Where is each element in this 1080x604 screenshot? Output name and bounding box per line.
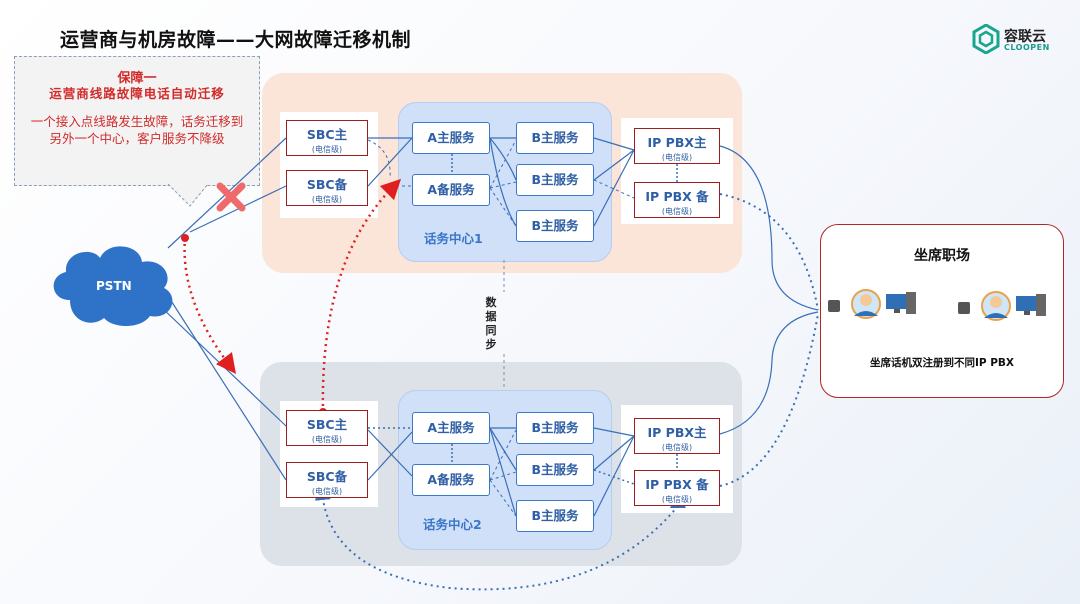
pstn-sbc2-main-link — [159, 305, 287, 427]
ip-pbx-backup-node-1: IP PBX 备 (电信级) — [634, 182, 720, 218]
callout-body: 一个接入点线路发生故障，话务迁移到另外一个中心，客户服务不降级 — [30, 114, 244, 146]
pstn-sbc1-backup-link — [189, 185, 287, 233]
pbx-main-label: IP PBX主 — [647, 135, 707, 150]
a-main-service-1: A主服务 — [412, 122, 490, 154]
ip-pbx-main-node-2: IP PBX主 (电信级) — [634, 418, 720, 454]
a-main-service-2: A主服务 — [412, 412, 490, 444]
pstn-sbc2-backup-link — [167, 295, 287, 481]
callout-subheading: 运营商线路故障电话自动迁移 — [49, 86, 225, 101]
carrier-grade-label: (电信级) — [661, 153, 693, 162]
ip-pbx-backup-node-2: IP PBX 备 (电信级) — [634, 470, 720, 506]
agent-workplace-caption: 坐席话机双注册到不同IP PBX — [869, 357, 1015, 369]
pstn-label: PSTN — [96, 279, 132, 293]
a-backup-service-2: A备服务 — [412, 464, 490, 496]
logo-name-cn: 容联云 — [1004, 29, 1046, 45]
carrier-grade-label: (电信级) — [661, 207, 693, 216]
agent-2-icon — [958, 291, 1046, 321]
pbx-backup-label: IP PBX 备 — [645, 189, 709, 204]
carrier-grade-label: (电信级) — [661, 495, 693, 504]
carrier-grade-label: (电信级) — [311, 195, 343, 204]
page-title: 运营商与机房故障——大网故障迁移机制 — [60, 29, 412, 51]
carrier-grade-label: (电信级) — [311, 487, 343, 496]
sbc-backup-node-1: SBC备 (电信级) — [286, 170, 368, 206]
b-main-service-2c: B主服务 — [516, 500, 594, 532]
guarantee-callout: 保障一 运营商线路故障电话自动迁移 一个接入点线路发生故障，话务迁移到另外一个中… — [14, 56, 260, 186]
sbc-backup-node-2: SBC备 (电信级) — [286, 462, 368, 498]
callout-heading: 保障一 — [117, 71, 157, 86]
carrier-grade-label: (电信级) — [311, 435, 343, 444]
sbc-main-label: SBC主 — [306, 127, 348, 142]
sbc-main-node-2: SBC主 (电信级) — [286, 410, 368, 446]
data-sync-label: 数据同步 — [485, 296, 497, 351]
agent-workplace-title: 坐席职场 — [914, 248, 970, 264]
b-main-service-1a: B主服务 — [516, 122, 594, 154]
sbc-main-label: SBC主 — [306, 417, 348, 432]
b-main-service-2a: B主服务 — [516, 412, 594, 444]
agent-1-icon — [828, 289, 916, 319]
b-main-service-1b: B主服务 — [516, 164, 594, 196]
traffic-center-1-label: 话务中心1 — [424, 231, 483, 246]
logo-name-en: CLOOPEN — [1004, 43, 1050, 52]
sbc-backup-label: SBC备 — [306, 177, 348, 192]
b-main-service-1c: B主服务 — [516, 210, 594, 242]
ip-pbx-main-node-1: IP PBX主 (电信级) — [634, 128, 720, 164]
traffic-center-2-label: 话务中心2 — [423, 517, 482, 532]
pbx-failover-arc — [314, 484, 679, 591]
pstn-cloud-icon — [53, 246, 173, 326]
b-main-service-2b: B主服务 — [516, 454, 594, 486]
line-failover-arrow — [183, 237, 237, 374]
sbc-failover-arrow — [321, 178, 402, 413]
sbc-main-node-1: SBC主 (电信级) — [286, 120, 368, 156]
carrier-grade-label: (电信级) — [311, 145, 343, 154]
link-failure-x-icon — [216, 182, 246, 212]
a-backup-service-1: A备服务 — [412, 174, 490, 206]
hexagon-logo-icon — [972, 23, 1000, 55]
pbx-main-label: IP PBX主 — [647, 425, 707, 440]
carrier-grade-label: (电信级) — [661, 443, 693, 452]
sbc-backup-label: SBC备 — [306, 469, 348, 484]
pbx-backup-label: IP PBX 备 — [645, 477, 709, 492]
brand-logo: 容联云 CLOOPEN — [972, 23, 1052, 58]
